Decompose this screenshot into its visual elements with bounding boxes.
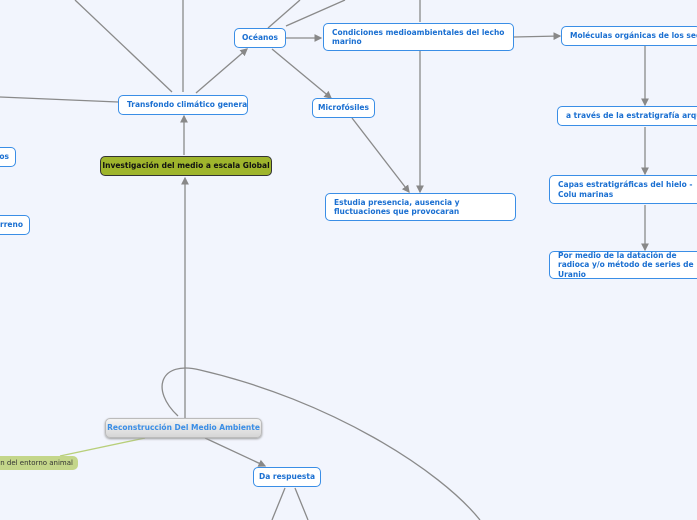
node-estudia[interactable]: Estudia presencia, ausencia y fluctuacio… [325, 193, 516, 221]
root-node[interactable]: Investigación del medio a escala Global [100, 156, 272, 176]
node-left-2[interactable]: rreno [0, 215, 30, 235]
node-da-respuesta[interactable]: Da respuesta [253, 467, 321, 487]
node-datacion[interactable]: Por medio de la datación de radioca y/o … [549, 251, 697, 279]
node-capas[interactable]: Capas estratigráficas del hielo -Colu ma… [549, 175, 697, 204]
node-condiciones[interactable]: Condiciones medioambientales del lecho m… [323, 23, 514, 51]
node-transfondo[interactable]: Transfondo climático general [118, 95, 248, 115]
node-moleculas[interactable]: Moléculas orgánicas de los sedim [561, 26, 697, 46]
node-entorno-animal[interactable]: ión del entorno animal [0, 456, 78, 470]
node-oceanos[interactable]: Océanos [234, 28, 286, 48]
node-left-1[interactable]: os [0, 147, 16, 167]
node-reconstruccion[interactable]: Reconstrucción Del Medio Ambiente [105, 418, 262, 438]
node-traves[interactable]: a través de la estratigrafía arque [557, 106, 697, 126]
node-microfosiles[interactable]: Microfósiles [312, 98, 375, 118]
